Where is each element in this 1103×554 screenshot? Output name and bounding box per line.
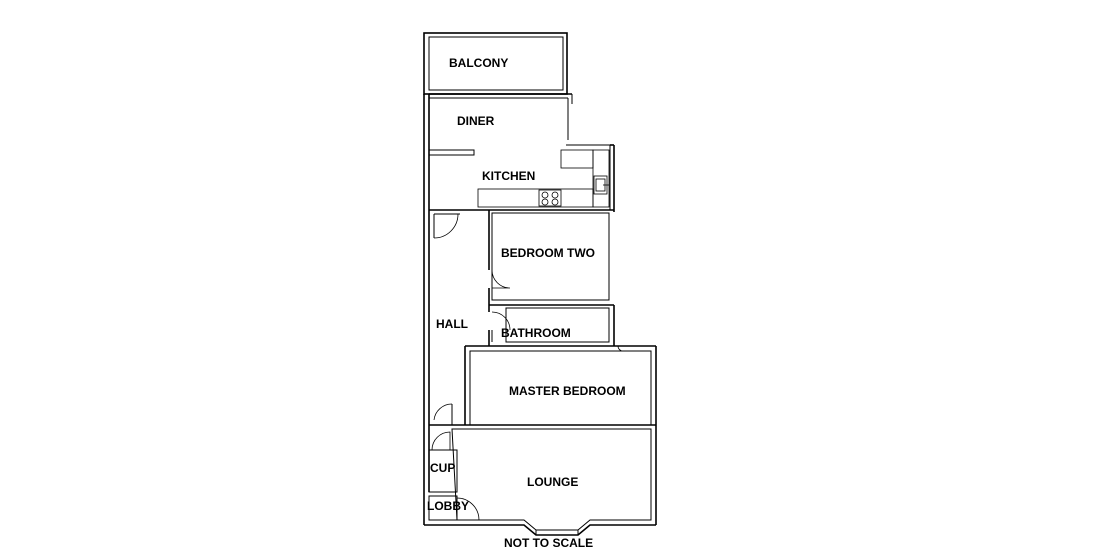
diner-label: DINER: [457, 114, 495, 128]
hall-lower-door: [429, 403, 656, 426]
scale-note: NOT TO SCALE: [504, 536, 593, 550]
bedroom-two-label: BEDROOM TWO: [501, 246, 595, 260]
diner-kitchen-area: [428, 93, 615, 212]
bathroom-label: BATHROOM: [501, 326, 571, 340]
sink-icon: [593, 175, 609, 195]
lounge-label: LOUNGE: [527, 475, 578, 489]
hall-area: [429, 209, 511, 289]
lobby-area: [428, 495, 480, 521]
bathroom-area: [488, 305, 617, 347]
balcony-label: BALCONY: [449, 56, 508, 70]
cupboard-area: [428, 431, 458, 493]
lobby-label: LOBBY: [427, 499, 469, 513]
kitchen-label: KITCHEN: [482, 169, 535, 183]
hob-icon: [538, 189, 562, 207]
hall-label: HALL: [436, 317, 468, 331]
master-bedroom-area: [464, 345, 657, 525]
bedroom-two-area: [488, 209, 614, 306]
cup-label: CUP: [430, 461, 455, 475]
master-bedroom-label: MASTER BEDROOM: [509, 384, 626, 398]
outer-left-wall: [423, 94, 430, 525]
